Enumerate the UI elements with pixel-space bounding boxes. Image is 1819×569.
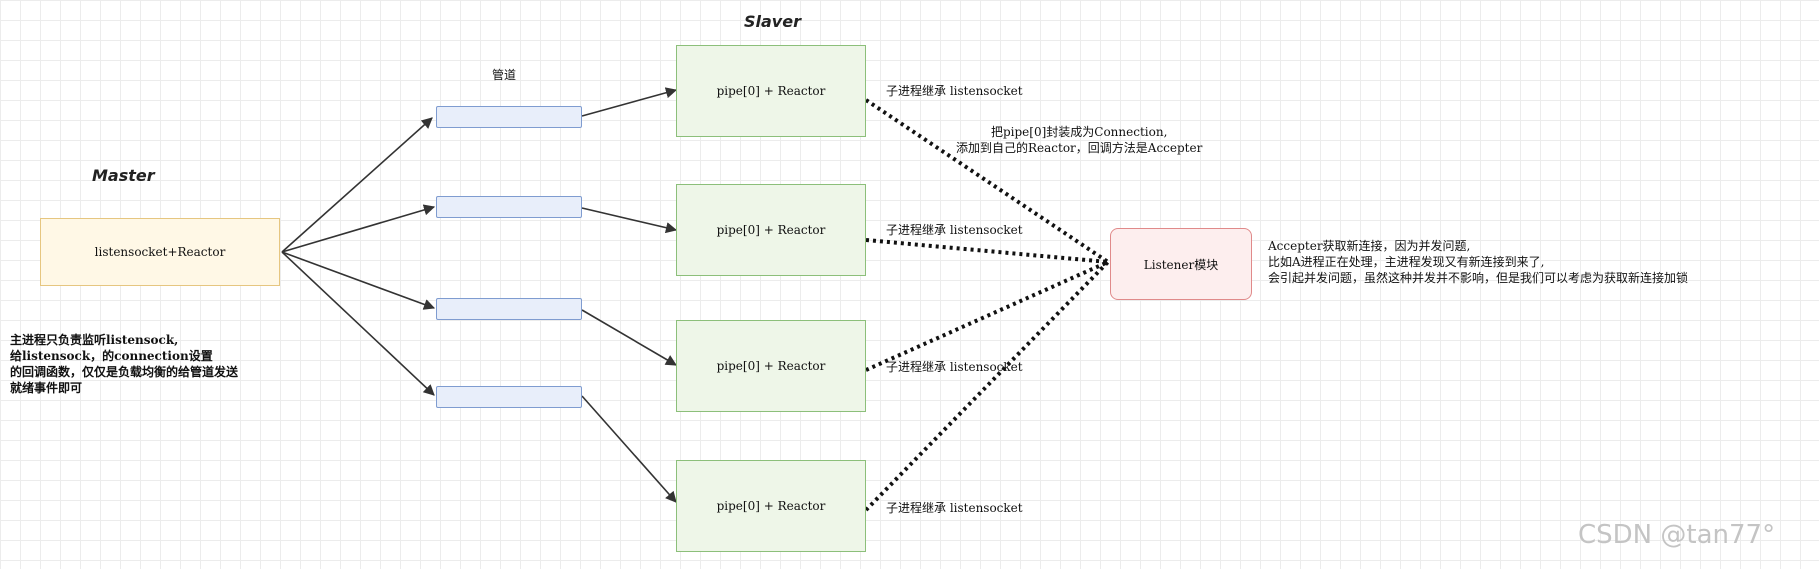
slaver-node-label: pipe[0] + Reactor (716, 223, 826, 237)
dotted-slaver-listener-3 (865, 260, 1109, 372)
slaver-node-3: pipe[0] + Reactor (676, 320, 866, 412)
dotted-slaver-listener-2 (865, 238, 1109, 264)
master-note-line: 给listensock，的connection设置 (10, 349, 213, 363)
slaver-node-1: pipe[0] + Reactor (676, 45, 866, 137)
wrap-note: 把pipe[0]封装成为Connection, 添加到自己的Reactor，回调… (956, 124, 1202, 156)
master-note-line: 主进程只负责监听listensock, (10, 333, 179, 347)
accepter-note: Accepter获取新连接，因为并发问题, 比如A进程正在处理，主进程发现又有新… (1268, 238, 1688, 286)
arrow-pipe-slaver-3 (581, 309, 677, 366)
inherit-label-3: 子进程继承 listensocket (886, 360, 1023, 374)
master-node: listensocket+Reactor (40, 218, 280, 286)
inherit-label-2: 子进程继承 listensocket (886, 223, 1023, 237)
arrow-pipe-slaver-4 (581, 395, 677, 503)
slaver-node-label: pipe[0] + Reactor (716, 499, 826, 513)
pipe-title: 管道 (492, 68, 517, 82)
watermark: CSDN @tan77° (1578, 520, 1776, 550)
slaver-node-label: pipe[0] + Reactor (716, 84, 826, 98)
wrap-note-line: 添加到自己的Reactor，回调方法是Accepter (956, 141, 1203, 155)
inherit-label-4: 子进程继承 listensocket (886, 501, 1023, 515)
pipe-2 (436, 196, 582, 218)
master-title: Master (92, 166, 155, 185)
master-node-label: listensocket+Reactor (94, 245, 226, 259)
pipe-1 (436, 106, 582, 128)
slaver-node-4: pipe[0] + Reactor (676, 460, 866, 552)
accepter-note-line: 会引起并发问题，虽然这种并发并不影响，但是我们可以考虑为获取新连接加锁 (1268, 271, 1689, 285)
arrow-master-pipe-3 (281, 251, 436, 310)
inherit-label-1: 子进程继承 listensocket (886, 84, 1023, 98)
arrow-master-pipe-4 (281, 251, 435, 396)
master-note-line: 的回调函数，仅仅是负载均衡的给管道发送 (10, 365, 239, 379)
accepter-note-line: Accepter获取新连接，因为并发问题, (1268, 239, 1471, 253)
master-note-line: 就绪事件即可 (10, 381, 83, 395)
slaver-node-2: pipe[0] + Reactor (676, 184, 866, 276)
arrow-master-pipe-1 (281, 117, 433, 253)
dotted-slaver-listener-4 (864, 260, 1110, 512)
arrow-pipe-slaver-2 (581, 207, 678, 234)
slaver-node-label: pipe[0] + Reactor (716, 359, 826, 373)
accepter-note-line: 比如A进程正在处理，主进程发现又有新连接到来了, (1268, 255, 1545, 269)
arrow-master-pipe-2 (281, 204, 436, 253)
pipe-3 (436, 298, 582, 320)
pipe-4 (436, 386, 582, 408)
listener-node-label: Listener模块 (1143, 257, 1219, 272)
master-note: 主进程只负责监听listensock, 给listensock，的connect… (10, 332, 238, 396)
listener-node: Listener模块 (1110, 228, 1252, 300)
arrow-pipe-slaver-1 (581, 87, 678, 117)
slaver-title: Slaver (744, 12, 801, 31)
wrap-note-line: 把pipe[0]封装成为Connection, (990, 125, 1168, 139)
